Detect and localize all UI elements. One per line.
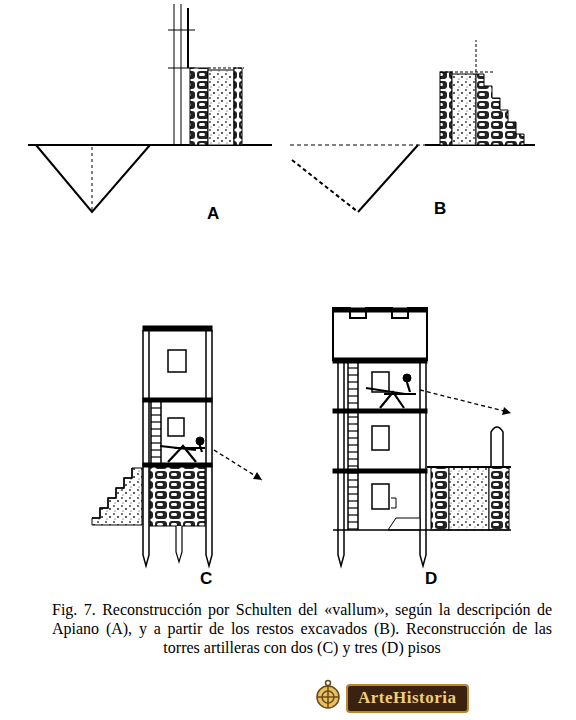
ladder-rung: [348, 465, 358, 466]
ladder-rung: [348, 388, 358, 389]
ladder-rung: [348, 500, 358, 501]
astrolabe-icon: [317, 681, 339, 709]
ladder-rung: [348, 374, 358, 375]
figure-letter: A: [207, 205, 219, 222]
ladder-rung: [348, 409, 358, 410]
ladder-rung: [348, 367, 358, 368]
ladder-rung: [348, 472, 358, 473]
ladder-rung: [348, 458, 358, 459]
figure-letter: B: [434, 200, 446, 217]
ladder-rung: [348, 521, 358, 522]
ladder-rung: [348, 423, 358, 424]
vallum-a: [28, 4, 272, 212]
ladder-rung: [348, 514, 358, 515]
figure-letter: D: [425, 570, 437, 587]
ladder-rung: [151, 414, 161, 415]
ladder-rung: [348, 451, 358, 452]
ladder-rung: [348, 479, 358, 480]
ladder-rung: [348, 437, 358, 438]
ladder-rung: [348, 430, 358, 431]
ladder-rung: [151, 449, 161, 450]
ladder-rung: [348, 528, 358, 529]
vallum-b: [290, 40, 535, 212]
watermark: ArteHistoria: [346, 684, 469, 713]
ladder-rung: [151, 435, 161, 436]
ladder-rung: [151, 428, 161, 429]
ladder-rung: [151, 421, 161, 422]
tower-c: [92, 326, 262, 566]
ladder-rung: [348, 507, 358, 508]
ladder-rung: [151, 442, 161, 443]
ladder-rung: [348, 493, 358, 494]
ladder-rung: [348, 486, 358, 487]
ladder-rung: [151, 456, 161, 457]
figure-caption: Fig. 7. Reconstrucción por Schulten del …: [52, 600, 552, 658]
ladder-rung: [348, 416, 358, 417]
ladder-rung: [348, 402, 358, 403]
ladder-rung: [348, 444, 358, 445]
figure-letter: C: [200, 570, 212, 587]
ladder-rung: [348, 395, 358, 396]
ladder-rung: [348, 381, 358, 382]
tower-d: [333, 308, 511, 566]
ladder-rung: [151, 407, 161, 408]
